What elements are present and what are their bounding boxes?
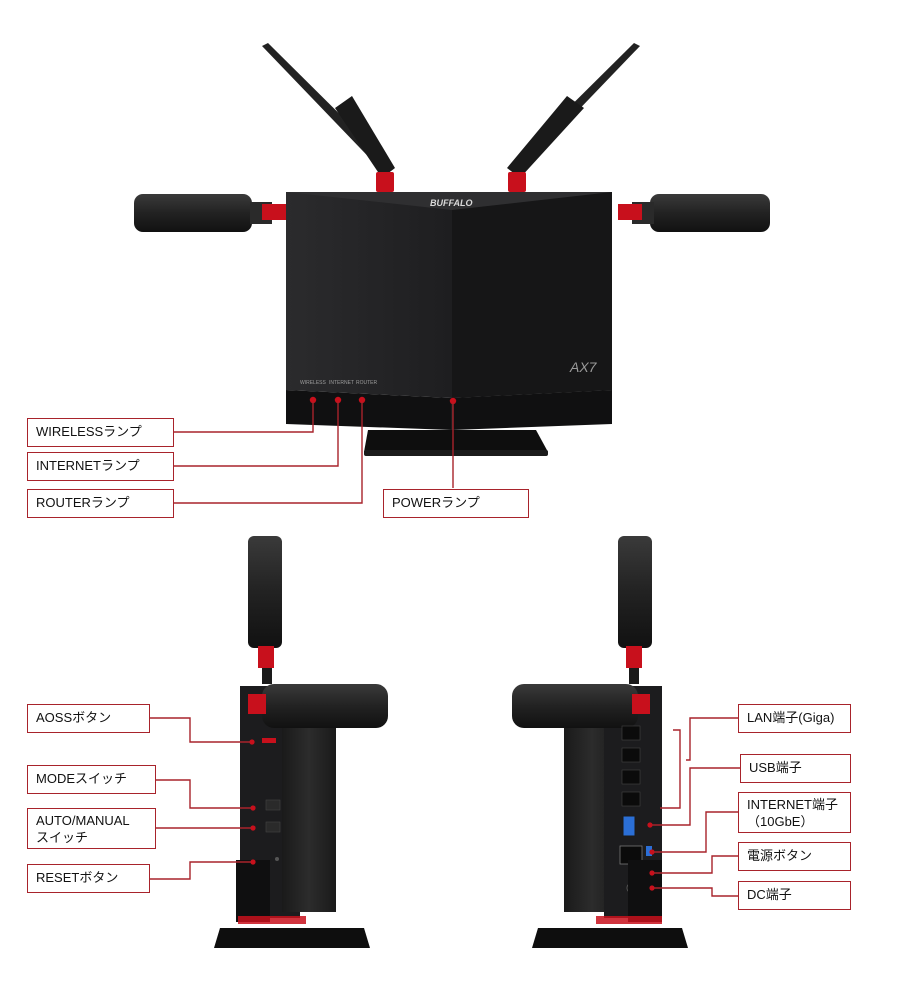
- brand-logo: BUFFALO: [430, 198, 473, 208]
- callout-reset-button: RESETボタン: [27, 864, 150, 893]
- antenna-upper-right: [507, 43, 640, 192]
- callout-internet-lamp: INTERNETランプ: [27, 452, 174, 481]
- antenna-upper-left: [262, 43, 395, 192]
- aoss-button-shape: [262, 738, 276, 743]
- wireless-lamp-dot: [309, 396, 317, 404]
- antenna-side-left: [134, 194, 286, 232]
- callout-mode-switch: MODEスイッチ: [27, 765, 156, 794]
- callout-aoss-button: AOSSボタン: [27, 704, 150, 733]
- callout-power-lamp: POWERランプ: [383, 489, 529, 518]
- router-right-side-view: [512, 536, 740, 948]
- callout-dc-port: DC端子: [738, 881, 851, 910]
- callout-wireless-lamp: WIRELESSランプ: [27, 418, 174, 447]
- callout-lan-port: LAN端子(Giga): [738, 704, 851, 733]
- lamp-label-router: ROUTER: [356, 380, 378, 386]
- router-front-view: BUFFALO AX7 WIRELESS INTERNET ROUTER: [134, 43, 770, 504]
- antenna-side-right: [618, 194, 770, 232]
- internet-lamp-dot: [334, 396, 342, 404]
- power-lamp-dot: [449, 397, 457, 405]
- callout-router-lamp: ROUTERランプ: [27, 489, 174, 518]
- callout-internet-port: INTERNET端子 （10GbE）: [738, 792, 851, 833]
- callout-auto-manual-switch: AUTO/MANUAL スイッチ: [27, 808, 156, 849]
- router-left-side-view: [150, 536, 388, 948]
- router-stand: [364, 430, 548, 452]
- callout-usb-port: USB端子: [740, 754, 851, 783]
- model-mark: AX7: [569, 359, 598, 375]
- router-lamp-dot: [358, 396, 366, 404]
- lamp-label-internet: INTERNET: [329, 380, 354, 386]
- callout-power-button: 電源ボタン: [738, 842, 851, 871]
- lamp-label-wireless: WIRELESS: [300, 380, 327, 386]
